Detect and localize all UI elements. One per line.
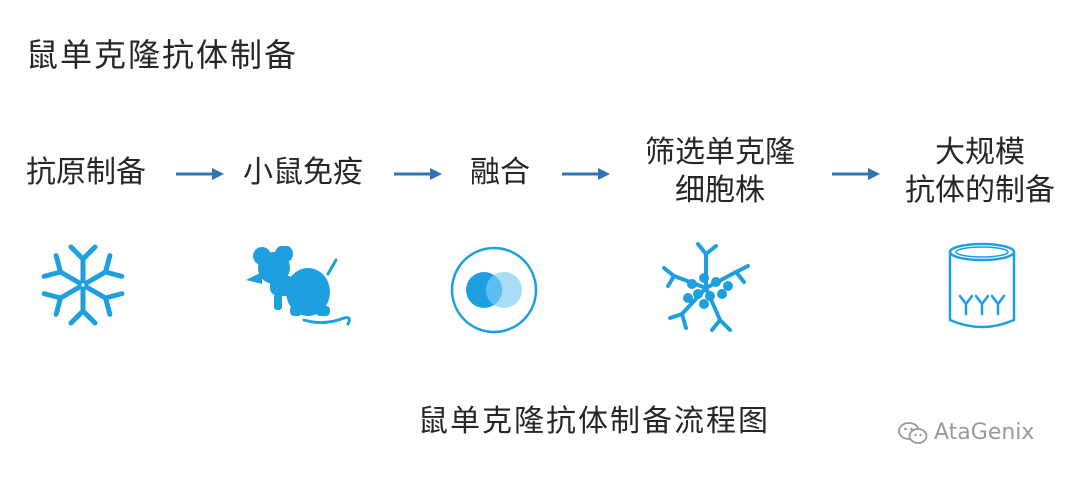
wechat-icon <box>898 421 928 444</box>
watermark: AtaGenix <box>898 420 1034 445</box>
antigen-snowflake-icon <box>41 244 125 326</box>
antibody-container-icon <box>948 242 1016 329</box>
step-fusion: 融合 <box>470 154 530 192</box>
page-title: 鼠单克隆抗体制备 <box>26 36 299 74</box>
watermark-text: AtaGenix <box>934 420 1035 445</box>
right-arrow-icon <box>832 168 880 180</box>
step-clone-screening: 筛选单克隆 细胞株 <box>640 134 800 210</box>
step-label-line1: 筛选单克隆 <box>645 135 795 170</box>
step-label: 小鼠免疫 <box>243 155 363 190</box>
mouse-icon <box>246 246 351 326</box>
step-label: 抗原制备 <box>26 155 146 190</box>
step-label-line2: 细胞株 <box>675 173 765 208</box>
step-label-line2: 抗体的制备 <box>905 173 1055 208</box>
step-mouse-immunization: 小鼠免疫 <box>243 154 363 192</box>
right-arrow-icon <box>176 168 224 180</box>
step-large-scale-production: 大规模 抗体的制备 <box>900 134 1060 210</box>
step-label: 融合 <box>470 155 530 190</box>
right-arrow-icon <box>394 168 442 180</box>
step-label-line1: 大规模 <box>935 135 1025 170</box>
diagram-caption: 鼠单克隆抗体制备流程图 <box>418 404 770 439</box>
cell-fusion-icon <box>450 246 538 334</box>
right-arrow-icon <box>562 168 610 180</box>
step-antigen-prep: 抗原制备 <box>26 154 146 192</box>
clone-screening-icon <box>662 242 750 332</box>
